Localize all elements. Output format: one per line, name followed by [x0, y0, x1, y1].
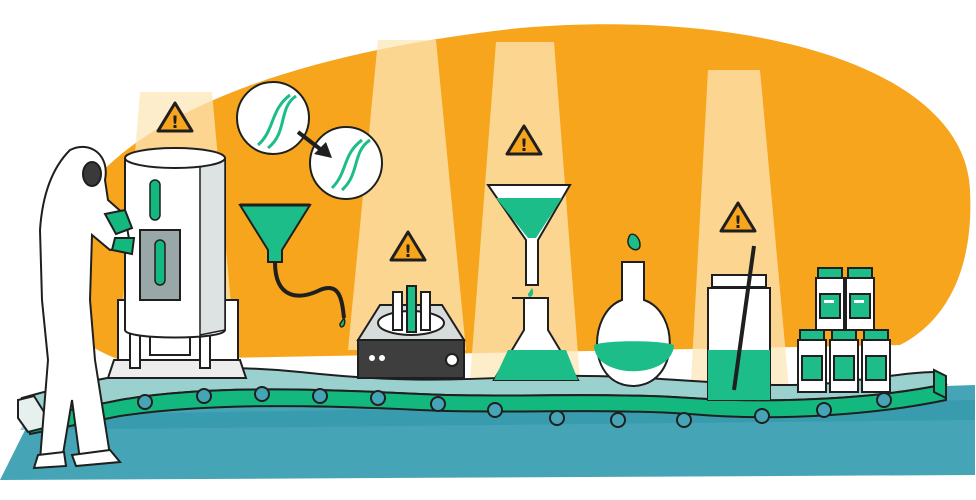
warning-sign-icon: !: [156, 101, 194, 133]
test-tube-rack-machine: [356, 285, 466, 379]
bioreactor-machine: [106, 147, 248, 379]
warning-sign-icon: !: [719, 201, 757, 233]
spotlight-beam: [348, 40, 466, 350]
vial: [861, 329, 891, 393]
warning-sign-icon: !: [505, 124, 543, 156]
warning-symbol: !: [171, 113, 179, 133]
warning-symbol: !: [520, 136, 528, 156]
warning-symbol: !: [404, 242, 412, 262]
warning-symbol: !: [734, 213, 742, 233]
jar-with-stirrer-icon: [707, 245, 771, 401]
funnel-with-tube-icon: [238, 203, 346, 328]
vial: [845, 267, 875, 331]
conveyor-right-end: [933, 368, 947, 400]
vial: [797, 329, 827, 393]
technician-in-cleanroom-suit: [32, 145, 136, 470]
dna-modification-icon: [236, 81, 383, 200]
warning-sign-icon: !: [389, 230, 427, 262]
vial-stack-icon: [797, 267, 891, 393]
round-bottom-flask-icon: [594, 233, 674, 388]
funnel-and-flask-icon: [486, 184, 580, 381]
vial: [829, 329, 859, 393]
vial: [815, 267, 845, 331]
